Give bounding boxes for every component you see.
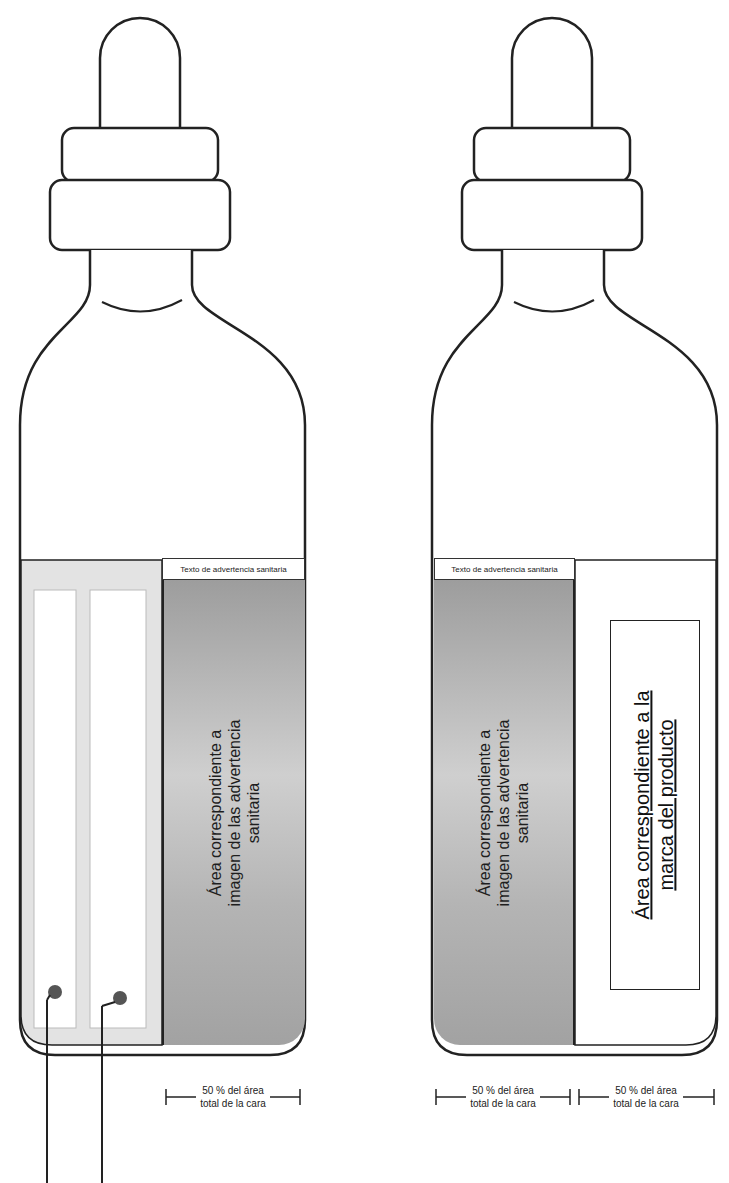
brand-area-box: Área correspondiente a la marca del prod… [610, 620, 700, 990]
warning-image-area: Área correspondiente a imagen de las adv… [434, 580, 575, 1045]
dimension-label: 50 % del área total de la cara [196, 1084, 270, 1110]
area-caption: Área correspondiente a imagen de las adv… [206, 718, 264, 908]
leader-line [47, 995, 50, 1000]
marker-dot [48, 985, 62, 999]
warning-text: Texto de advertencia sanitaria [180, 565, 286, 574]
white-strip [90, 590, 146, 1028]
right-bottle [432, 18, 717, 1055]
left-bottle [20, 18, 305, 1055]
area-caption: Área correspondiente a la marca del prod… [631, 680, 678, 930]
leader-line [102, 1002, 115, 1006]
area-caption: Área correspondiente a imagen de las adv… [475, 718, 533, 908]
warning-text-band: Texto de advertencia sanitaria [162, 558, 305, 580]
warning-text-band: Texto de advertencia sanitaria [434, 558, 575, 580]
white-strip [34, 590, 76, 1028]
leader-line [46, 1000, 48, 1183]
warning-image-area: Área correspondiente a imagen de las adv… [162, 580, 305, 1045]
dimension-label: 50 % del área total de la cara [466, 1084, 540, 1110]
label-left-half [21, 560, 162, 1045]
warning-text: Texto de advertencia sanitaria [451, 565, 557, 574]
dimension-label: 50 % del área total de la cara [609, 1084, 683, 1110]
label-right-half [575, 560, 716, 1045]
leader-line [101, 1006, 103, 1183]
